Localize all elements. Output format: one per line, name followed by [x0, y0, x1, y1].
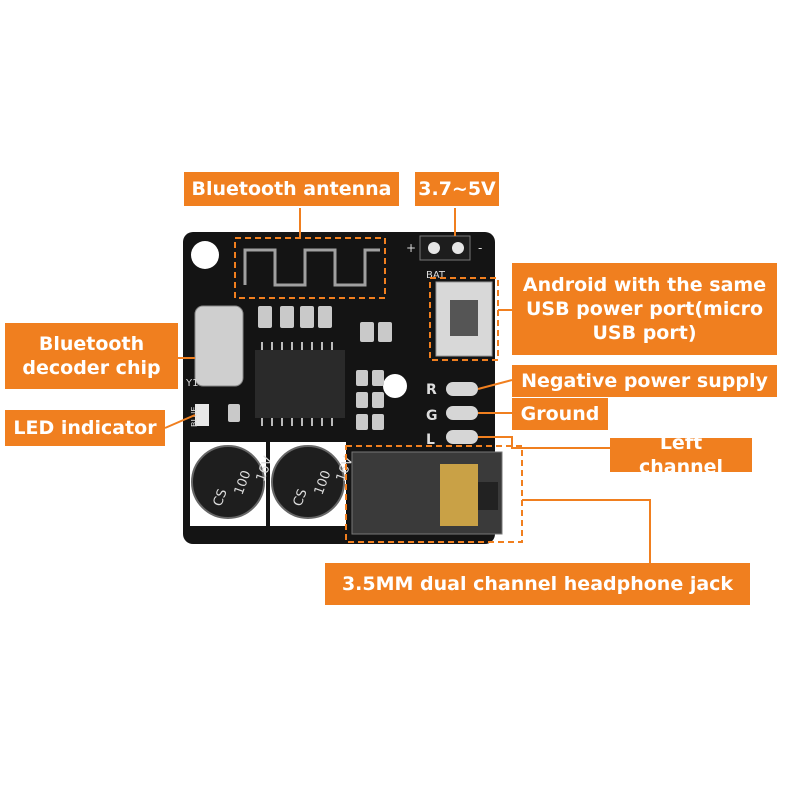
pad-r [446, 382, 478, 396]
battery-pad-icon [452, 242, 464, 254]
label-headphone-jack: 3.5MM dual channel headphone jack [325, 563, 750, 605]
mounting-hole-icon [383, 374, 407, 398]
label-voltage: 3.7~5V [415, 172, 499, 206]
silk-plus: + [406, 241, 416, 255]
chip-pins [261, 342, 333, 426]
capacitor-left [191, 445, 265, 519]
pad-l [446, 430, 478, 444]
usb-highlight [429, 277, 499, 361]
label-left-channel-text: Left channel [638, 432, 724, 478]
mounting-hole-icon [191, 241, 219, 269]
led-component [195, 404, 209, 426]
cap-right-line1: CS [291, 487, 311, 508]
jack-opening [478, 482, 498, 510]
silk-blue: BLUE [190, 407, 199, 427]
label-ground-text: Ground [520, 403, 600, 425]
silk-l: L [426, 432, 435, 448]
label-jack-text: 3.5MM dual channel headphone jack [341, 573, 734, 595]
label-usb-line3: USB port) [592, 322, 697, 344]
silk-minus: - [478, 241, 482, 255]
capacitor-right [271, 445, 345, 519]
label-bluetooth-antenna: Bluetooth antenna [184, 172, 399, 206]
label-decoder-line2: decoder chip [22, 357, 161, 379]
cap-left-line1: CS [211, 487, 231, 508]
silk-bat: BAT [426, 270, 446, 281]
label-ground: Ground [512, 398, 608, 430]
jack-gold-contact [440, 464, 478, 526]
label-led-indicator: LED indicator [5, 410, 165, 446]
leader-lines [164, 208, 651, 563]
label-left-channel: Left channel [610, 432, 752, 478]
label-led-text: LED indicator [13, 417, 157, 439]
label-usb-line1: Android with the same [522, 274, 767, 296]
battery-pad-icon [428, 242, 440, 254]
label-negative-power: Negative power supply [512, 365, 777, 397]
micro-usb-opening [450, 300, 478, 336]
pad-g [446, 406, 478, 420]
antenna-trace [243, 248, 380, 287]
label-voltage-text: 3.7~5V [418, 178, 496, 200]
label-negative-text: Negative power supply [521, 370, 768, 392]
decoder-chip [255, 350, 345, 418]
label-bluetooth-antenna-text: Bluetooth antenna [191, 178, 392, 200]
smd-components [228, 306, 392, 430]
silk-g: G [426, 408, 438, 424]
label-usb-line2: USB power port(micro [525, 298, 764, 320]
crystal-oscillator [194, 305, 244, 387]
silk-y1: Y1 [185, 378, 198, 389]
antenna-highlight [234, 237, 386, 299]
label-usb-port: Android with the same USB power port(mic… [512, 263, 777, 355]
label-decoder-line1: Bluetooth [38, 333, 145, 355]
silk-r: R [426, 382, 437, 398]
label-decoder-chip: Bluetooth decoder chip [5, 323, 178, 389]
jack-highlight [345, 445, 523, 543]
